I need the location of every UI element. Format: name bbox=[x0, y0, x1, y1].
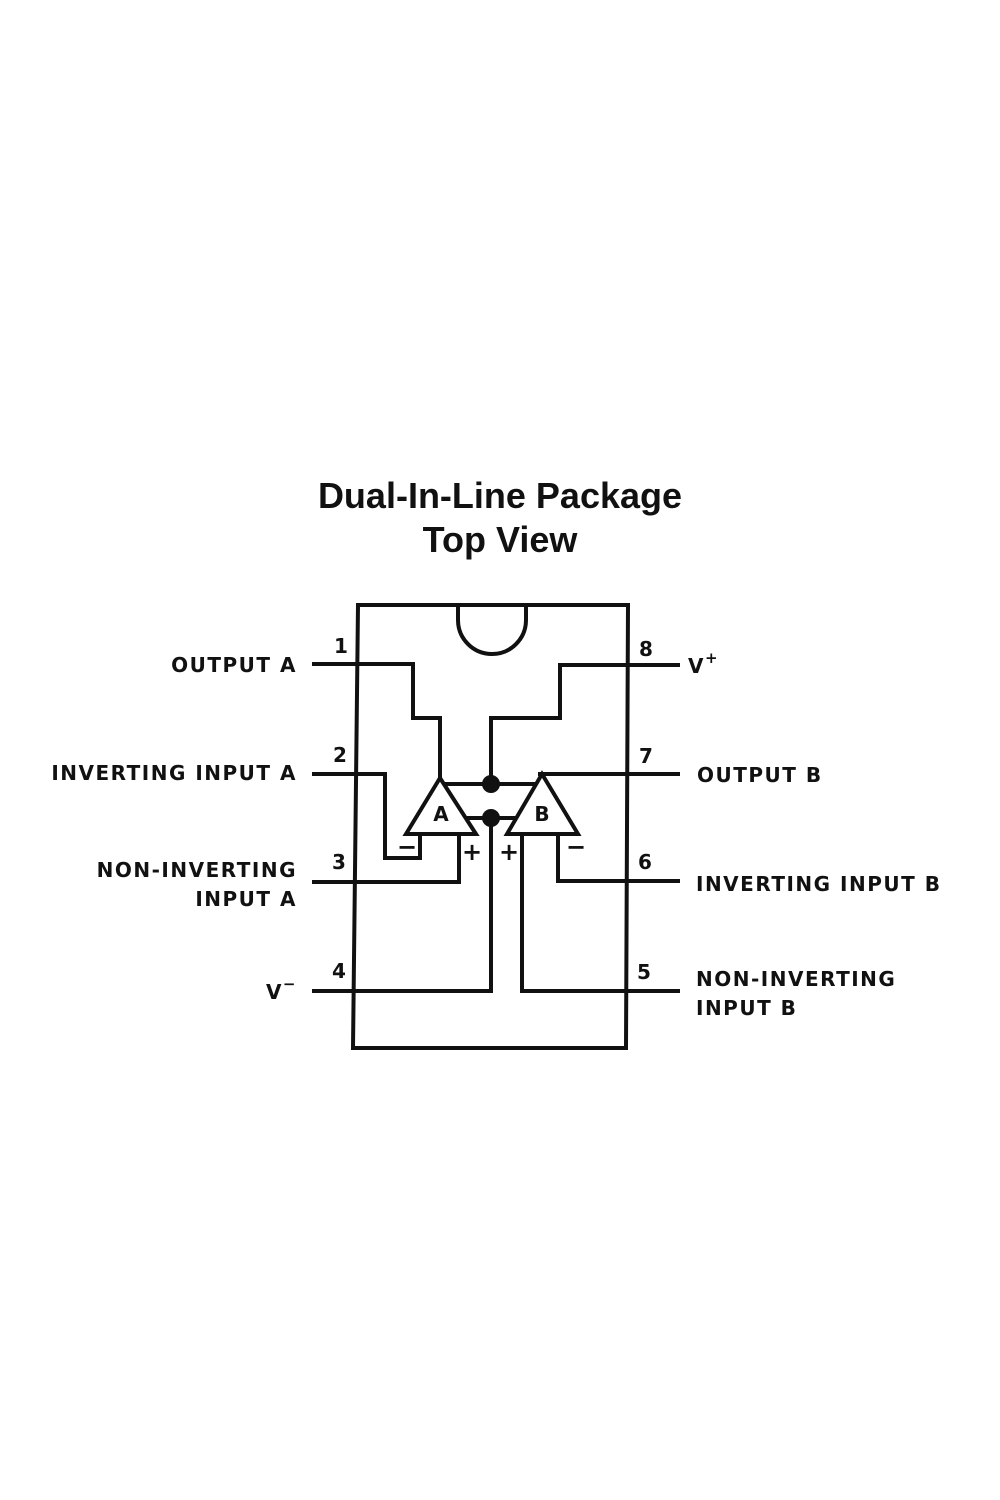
pin-1-number: 1 bbox=[334, 634, 348, 658]
package-body bbox=[350, 603, 631, 1050]
diagram-title-line-1: Dual-In-Line Package bbox=[317, 475, 683, 516]
op-amp-b-noninverting-sign: + bbox=[499, 838, 519, 866]
op-amp-b-triangle bbox=[503, 770, 582, 836]
pin-8-number: 8 bbox=[639, 637, 653, 661]
pin-8-label-sup: + bbox=[705, 649, 719, 667]
op-amp-b-inverting-sign: − bbox=[566, 833, 586, 861]
pin-4-label-base: V bbox=[266, 980, 283, 1004]
pin-3-number: 3 bbox=[332, 850, 346, 874]
package-notch bbox=[456, 603, 528, 656]
pin-2-number: 2 bbox=[333, 743, 347, 767]
op-amp-b-label: B bbox=[534, 802, 549, 826]
pin-7-label: OUTPUT B bbox=[697, 763, 823, 787]
pin-2-label: INVERTING INPUT A bbox=[51, 761, 297, 785]
junction-dot-lower bbox=[482, 809, 500, 827]
pin-6-number: 6 bbox=[638, 850, 652, 874]
pin-1-label: OUTPUT A bbox=[171, 653, 297, 677]
pin-5-number: 5 bbox=[637, 960, 651, 984]
wire-noninverting-b bbox=[520, 832, 628, 993]
op-amp-a-inverting-sign: − bbox=[397, 833, 417, 861]
pin-3-label-line-2: INPUT A bbox=[195, 887, 297, 911]
wire-noninverting-a bbox=[354, 832, 461, 884]
pin-4-label-sup: − bbox=[283, 975, 297, 993]
wire-inverting-a bbox=[356, 772, 422, 860]
pin-8-label: V+ bbox=[688, 649, 719, 678]
wire-vminus bbox=[353, 816, 493, 993]
wire-inverting-b bbox=[556, 832, 628, 883]
op-amp-a-label: A bbox=[433, 802, 449, 826]
pin-4-number: 4 bbox=[332, 959, 346, 983]
op-amp-a-noninverting-sign: + bbox=[462, 838, 482, 866]
pin-4-label: V− bbox=[266, 975, 297, 1004]
op-amp-a-triangle bbox=[402, 774, 480, 836]
pin-7-number: 7 bbox=[639, 744, 653, 768]
pin-3-label-line-1: NON-INVERTING bbox=[97, 858, 297, 882]
pin-6-label: INVERTING INPUT B bbox=[696, 872, 941, 896]
wire-vplus bbox=[489, 663, 629, 786]
wire-output-a bbox=[356, 662, 442, 783]
wire-output-b-bus bbox=[438, 772, 629, 786]
pin-5-label-line-1: NON-INVERTING bbox=[696, 967, 896, 991]
diagram-title-line-2: Top View bbox=[422, 519, 578, 560]
pin-5-label-line-2: INPUT B bbox=[696, 996, 797, 1020]
pin-8-label-base: V bbox=[688, 654, 705, 678]
junction-dot-upper bbox=[482, 775, 500, 793]
